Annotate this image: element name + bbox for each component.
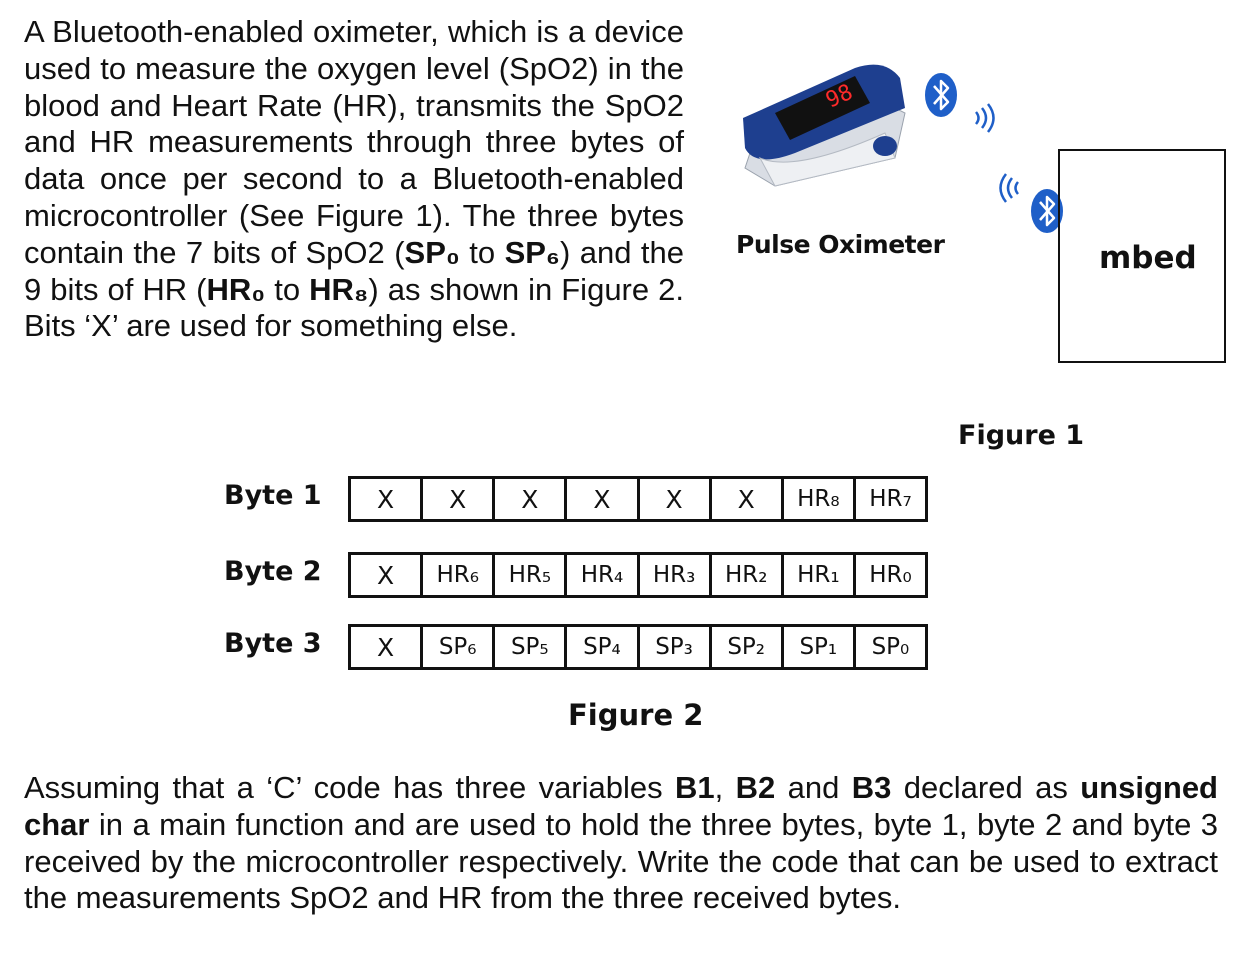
byte2-label: Byte 2	[224, 556, 322, 587]
bit-cell: HR₄	[567, 555, 640, 595]
bit-cell: HR₀	[869, 562, 912, 588]
question-bold-b2: B2	[735, 770, 776, 805]
bit-cell: SP₆	[423, 627, 496, 667]
bit-cell: X	[351, 479, 424, 519]
bit-cell: SP₄	[567, 627, 640, 667]
question-bold-b1: B1	[675, 770, 715, 805]
bit-cell: X	[423, 479, 496, 519]
intro-text: to	[459, 234, 505, 270]
mbed-box	[1058, 149, 1226, 363]
bluetooth-icon	[925, 73, 957, 117]
bit-cell: HR₂	[712, 555, 784, 595]
bit-cell: HR₈	[784, 479, 856, 519]
intro-bold-hr8: HR₈	[309, 271, 369, 307]
question-text: and	[775, 770, 852, 805]
bit-cell: HR₃	[640, 555, 712, 595]
mbed-label: mbed	[1099, 240, 1197, 276]
intro-text: to	[265, 271, 310, 307]
pulse-oximeter-image: 98	[743, 64, 906, 187]
question-text: in a main function and are used to hold …	[24, 806, 1218, 916]
byte3-row: X SP₆ SP₅ SP₄ SP₃ SP₂ SP₁ SP₀	[348, 624, 928, 670]
byte2-row: X HR₆ HR₅ HR₄ HR₃ HR₂ HR₁ HR₀	[348, 552, 928, 598]
intro-text: A Bluetooth-enabled oximeter, which is a…	[24, 14, 684, 270]
figure2-caption: Figure 2	[568, 698, 704, 732]
bit-cell: SP₂	[712, 627, 784, 667]
pulse-oximeter-label: Pulse Oximeter	[736, 230, 945, 259]
intro-bold-sp0: SP₀	[404, 234, 460, 270]
intro-text: ) as shown in Figure 2. Bits ‘X’ are use…	[24, 271, 684, 344]
bit-cell: X	[712, 479, 784, 519]
bluetooth-icon	[1031, 189, 1063, 233]
bit-cell: SP₃	[640, 627, 712, 667]
intro-text: ) and the 9 bits of HR (	[24, 234, 684, 307]
byte1-label: Byte 1	[224, 480, 322, 511]
bit-cell: HR₁	[784, 555, 856, 595]
bit-cell: X	[640, 479, 712, 519]
bit-cell: HR₇	[869, 486, 912, 512]
question-bold-b3: B3	[851, 770, 892, 805]
intro-bold-sp6: SP₆	[504, 234, 560, 270]
bit-cell: X	[351, 555, 424, 595]
bit-cell: SP₁	[784, 627, 856, 667]
question-text: declared as	[891, 770, 1081, 805]
bit-cell: SP₅	[495, 627, 568, 667]
question-text: ,	[714, 770, 736, 805]
signal-waves-icon	[999, 173, 1020, 203]
figure1-caption: Figure 1	[958, 420, 1085, 451]
bit-cell: X	[495, 479, 568, 519]
intro-bold-hr0: HR₀	[206, 271, 266, 307]
signal-waves-icon	[974, 103, 995, 133]
bit-cell: HR₆	[423, 555, 496, 595]
question-text: Assuming that a ‘C’ code has three varia…	[24, 770, 676, 805]
byte3-label: Byte 3	[224, 628, 322, 659]
question-paragraph: Assuming that a ‘C’ code has three varia…	[24, 770, 1218, 917]
intro-paragraph: A Bluetooth-enabled oximeter, which is a…	[24, 14, 684, 345]
bit-cell: HR₅	[495, 555, 568, 595]
question-bold-unsigned-char: unsigned char	[24, 770, 1218, 842]
bit-cell: X	[351, 627, 424, 667]
byte1-row: X X X X X X HR₈ HR₇	[348, 476, 928, 522]
bit-cell: SP₀	[871, 634, 910, 660]
bit-cell: X	[567, 479, 640, 519]
